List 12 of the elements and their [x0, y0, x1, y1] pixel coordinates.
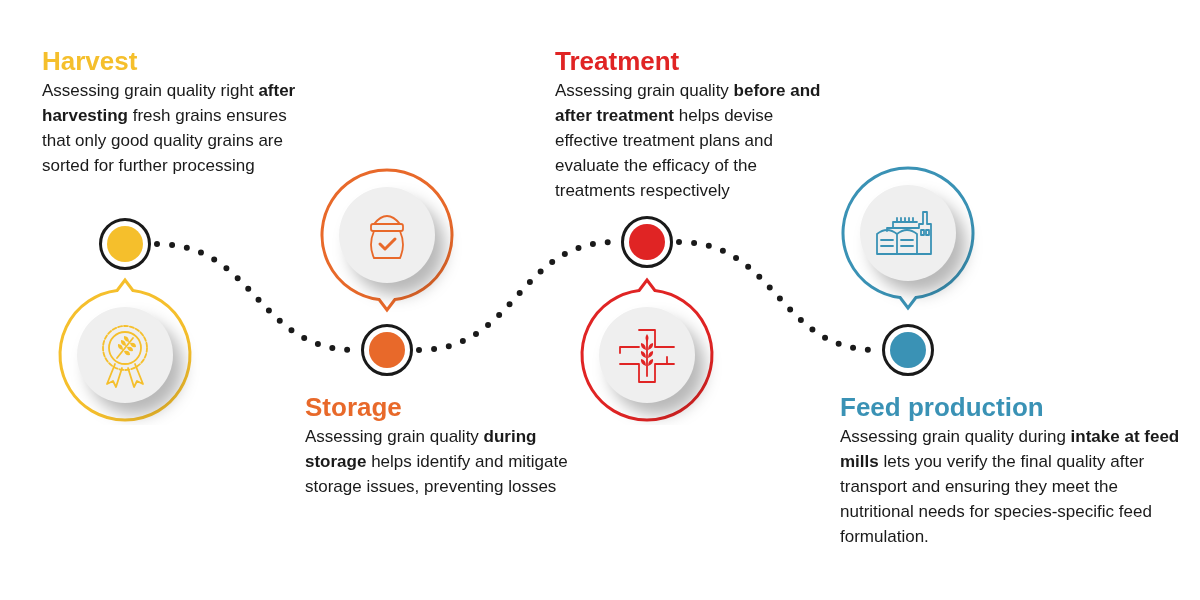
- stage-marker: [99, 218, 151, 270]
- stage-marker: [882, 324, 934, 376]
- stage-heading: Storage: [305, 391, 403, 424]
- stage-heading: Treatment: [555, 45, 681, 78]
- stage-heading: Harvest: [42, 45, 139, 78]
- stage-description: Assessing grain quality before and after treatment helps devise effective treatment plans and evaluate the efficacy of the treatments respectively: [555, 80, 822, 202]
- stage-description: Assessing grain quality right after harvesting fresh grains ensures that only good quality grains are sorted for further processing: [42, 80, 297, 177]
- stage-marker: [621, 216, 673, 268]
- stage-description: Assessing grain quality during storage helps identify and mitigate storage issues, preventing losses: [305, 426, 569, 498]
- stage-marker: [361, 324, 413, 376]
- stage-description: Assessing grain quality during intake at feed mills lets you verify the final quality after transport and ensuring they meet the nutritional needs for species-specific feed formulation.: [840, 426, 1181, 548]
- stage-heading: Feed production: [840, 391, 1045, 424]
